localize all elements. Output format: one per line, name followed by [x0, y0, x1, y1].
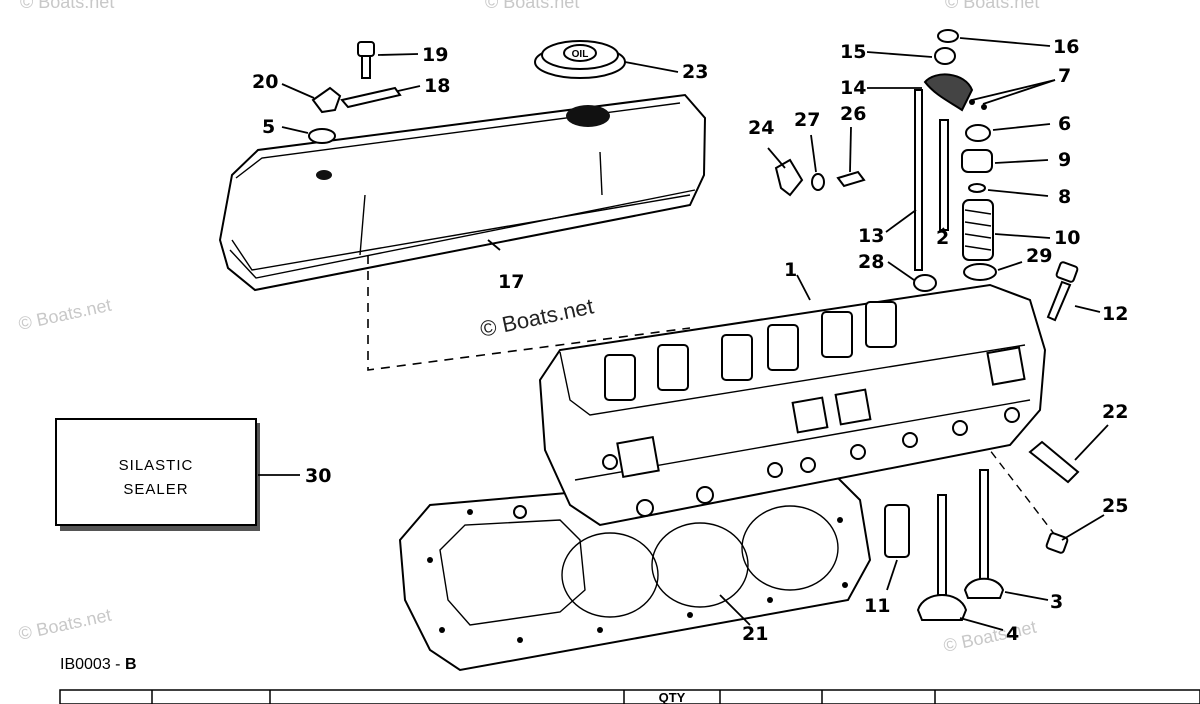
- alignment-line: [367, 255, 691, 371]
- leader-lines: [258, 37, 1109, 631]
- callout-11: 11: [864, 595, 890, 617]
- valve-cover: [218, 93, 707, 292]
- watermark-text: © Boats.net: [945, 0, 1039, 12]
- callout-26: 26: [840, 103, 866, 125]
- rocker-stud: [939, 119, 949, 231]
- exhaust-valve: [963, 469, 1005, 599]
- valve-spring-row: [604, 301, 897, 401]
- expansion-plug: [1045, 532, 1069, 554]
- watermark-text: © Boats.net: [17, 295, 113, 334]
- callout-15: 15: [840, 41, 866, 63]
- diagram-code-suffix: B: [125, 656, 137, 673]
- pushrod-guide: [913, 274, 937, 292]
- callout-27: 27: [794, 109, 820, 131]
- callout-29: 29: [1026, 245, 1052, 267]
- pushrod: [914, 89, 923, 271]
- oil-filler-cap: OIL: [534, 40, 626, 79]
- callout-22: 22: [1102, 401, 1128, 423]
- callout-labels: 19 18 20 5 23 17 24 27 26 15 14 16 7 6 9…: [252, 36, 1128, 645]
- callout-13: 13: [858, 225, 884, 247]
- sealer-line-2: SEALER: [123, 481, 188, 498]
- table-header-qty: QTY: [659, 690, 686, 704]
- shim: [963, 263, 997, 281]
- parts-table-header: QTY: [59, 689, 1200, 704]
- spark-plug: [1028, 440, 1080, 484]
- watermark-text: © Boats.net: [485, 0, 579, 12]
- callout-19: 19: [422, 44, 448, 66]
- rocker-arm: [923, 73, 974, 112]
- callout-12: 12: [1102, 303, 1128, 325]
- callout-21: 21: [742, 623, 768, 645]
- callout-6: 6: [1058, 113, 1071, 135]
- hydraulic-lifter: [884, 504, 910, 558]
- callout-23: 23: [682, 61, 708, 83]
- callout-7: 7: [1058, 65, 1071, 87]
- grommet: [308, 128, 336, 144]
- watermark-text: © Boats.net: [17, 605, 113, 644]
- cover-bolt: [357, 41, 375, 79]
- callout-17: 17: [498, 271, 524, 293]
- pcv-elbow: [311, 86, 342, 114]
- callout-14: 14: [840, 77, 866, 99]
- callout-30: 30: [305, 465, 331, 487]
- callout-2: 2: [936, 227, 949, 249]
- callout-1: 1: [784, 259, 797, 281]
- oil-cap-label: OIL: [572, 49, 589, 60]
- rocker-ball: [934, 47, 956, 65]
- intake-valve: [916, 494, 968, 621]
- valve-seal: [968, 183, 986, 193]
- callout-5: 5: [262, 116, 275, 138]
- callout-24: 24: [748, 117, 774, 139]
- callout-28: 28: [858, 251, 884, 273]
- clip: [774, 158, 804, 197]
- diagram-code-prefix: IB0003 -: [60, 656, 125, 673]
- callout-16: 16: [1053, 36, 1079, 58]
- callout-18: 18: [424, 75, 450, 97]
- cylinder-head: [538, 283, 1047, 527]
- valve-rotator: [961, 149, 993, 173]
- silastic-sealer-box: SILASTIC SEALER: [55, 418, 260, 531]
- watermark-main: © Boats.net: [478, 293, 596, 341]
- valve-cap: [965, 124, 991, 142]
- washer: [811, 173, 825, 191]
- sealer-line-1: SILASTIC: [119, 457, 194, 474]
- valve-spring: [962, 199, 994, 261]
- head-bolt: [1046, 261, 1079, 322]
- spreader-bar: [340, 86, 402, 109]
- callout-8: 8: [1058, 186, 1071, 208]
- callout-3: 3: [1050, 591, 1063, 613]
- callout-20: 20: [252, 71, 278, 93]
- screw: [836, 170, 866, 188]
- diagram-code: IB0003 - B: [60, 656, 137, 673]
- callout-10: 10: [1054, 227, 1080, 249]
- callout-9: 9: [1058, 149, 1071, 171]
- callout-25: 25: [1102, 495, 1128, 517]
- rocker-nut: [937, 29, 959, 43]
- callout-4: 4: [1006, 623, 1019, 645]
- watermark-text: © Boats.net: [20, 0, 114, 12]
- watermark-text: © Boats.net: [942, 617, 1038, 656]
